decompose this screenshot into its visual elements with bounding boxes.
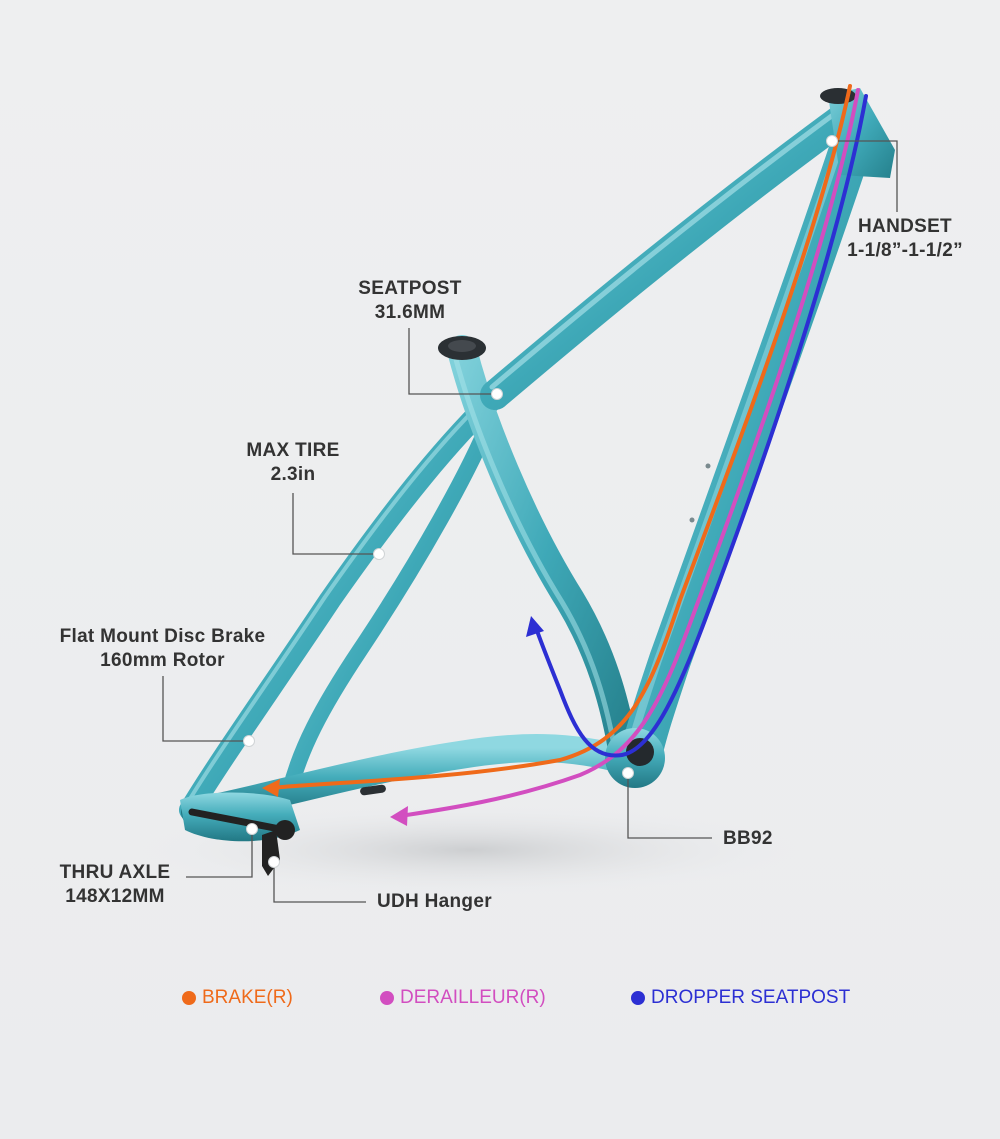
seatpost-label-line2: 31.6MM: [374, 302, 446, 323]
derailleur-cable-arrow: [390, 806, 408, 826]
callout-dot-disc-brake: [243, 735, 255, 747]
legend-item-brake: BRAKE(R): [182, 986, 293, 1010]
disc-brake-label-line1: Flat Mount Disc Brake: [59, 626, 266, 647]
derailleur-cable: [398, 88, 860, 818]
callout-dot-handset: [826, 135, 838, 147]
thru-axle-label: THRU AXLE 148X12MM: [40, 861, 190, 909]
callout-dot-max-tire: [373, 548, 385, 560]
max-tire-label: MAX TIRE 2.3in: [223, 439, 363, 487]
callout-dot-bb: [622, 767, 634, 779]
max-tire-label-line1: MAX TIRE: [246, 440, 340, 461]
max-tire-label-line2: 2.3in: [270, 464, 316, 485]
callout-line-max-tire: [292, 493, 379, 555]
inner-stay: [282, 412, 498, 798]
disc-brake-label: Flat Mount Disc Brake 160mm Rotor: [30, 625, 295, 673]
callout-dot-thru-axle: [246, 823, 258, 835]
disc-brake-label-line2: 160mm Rotor: [100, 650, 225, 671]
thru-axle: [188, 808, 289, 834]
handset-label-line1: HANDSET: [858, 216, 952, 237]
legend-item-derailleur: DERAILLEUR(R): [380, 986, 546, 1010]
legend-dot-dropper-icon: [631, 991, 645, 1005]
callout-lines: [162, 140, 898, 903]
down-tube: [619, 129, 871, 781]
top-tube: [480, 105, 855, 410]
legend-label-brake: BRAKE(R): [202, 987, 293, 1008]
legend-label-derailleur: DERAILLEUR(R): [400, 987, 546, 1008]
brake-cable-arrow: [262, 779, 280, 797]
legend-dot-derailleur-icon: [380, 991, 394, 1005]
callout-line-udh: [273, 862, 366, 903]
handset-label: HANDSET 1-1/8”-1-1/2”: [820, 215, 990, 263]
cable-routing: [262, 84, 868, 826]
dropper-cable: [533, 94, 868, 758]
handset-label-line2: 1-1/8”-1-1/2”: [847, 240, 963, 261]
bb-label: BB92: [723, 828, 773, 849]
legend-item-dropper: DROPPER SEATPOST: [631, 986, 850, 1010]
seat-tube: [447, 335, 640, 775]
callout-dot-seatpost: [491, 388, 503, 400]
udh-hanger-label: UDH Hanger: [377, 891, 492, 912]
thru-axle-label-line1: THRU AXLE: [59, 862, 171, 883]
ground-shadow: [140, 805, 800, 895]
callout-line-handset: [832, 140, 898, 212]
brake-cable: [268, 84, 852, 790]
callout-line-bb: [627, 773, 712, 839]
callout-dots: [243, 135, 838, 868]
callout-line-disc-brake: [162, 676, 249, 742]
legend-label-dropper: DROPPER SEATPOST: [651, 987, 851, 1008]
seatpost-label-line1: SEATPOST: [358, 278, 462, 299]
callout-line-thru-axle: [186, 829, 253, 878]
callout-dot-udh: [268, 856, 280, 868]
seatpost-label: SEATPOST 31.6MM: [340, 277, 480, 325]
thru-axle-label-line2: 148X12MM: [65, 886, 165, 907]
dropper-cable-arrow: [526, 616, 544, 637]
callout-line-seatpost: [408, 328, 497, 395]
seat-stay: [179, 381, 511, 821]
legend-dot-brake-icon: [182, 991, 196, 1005]
